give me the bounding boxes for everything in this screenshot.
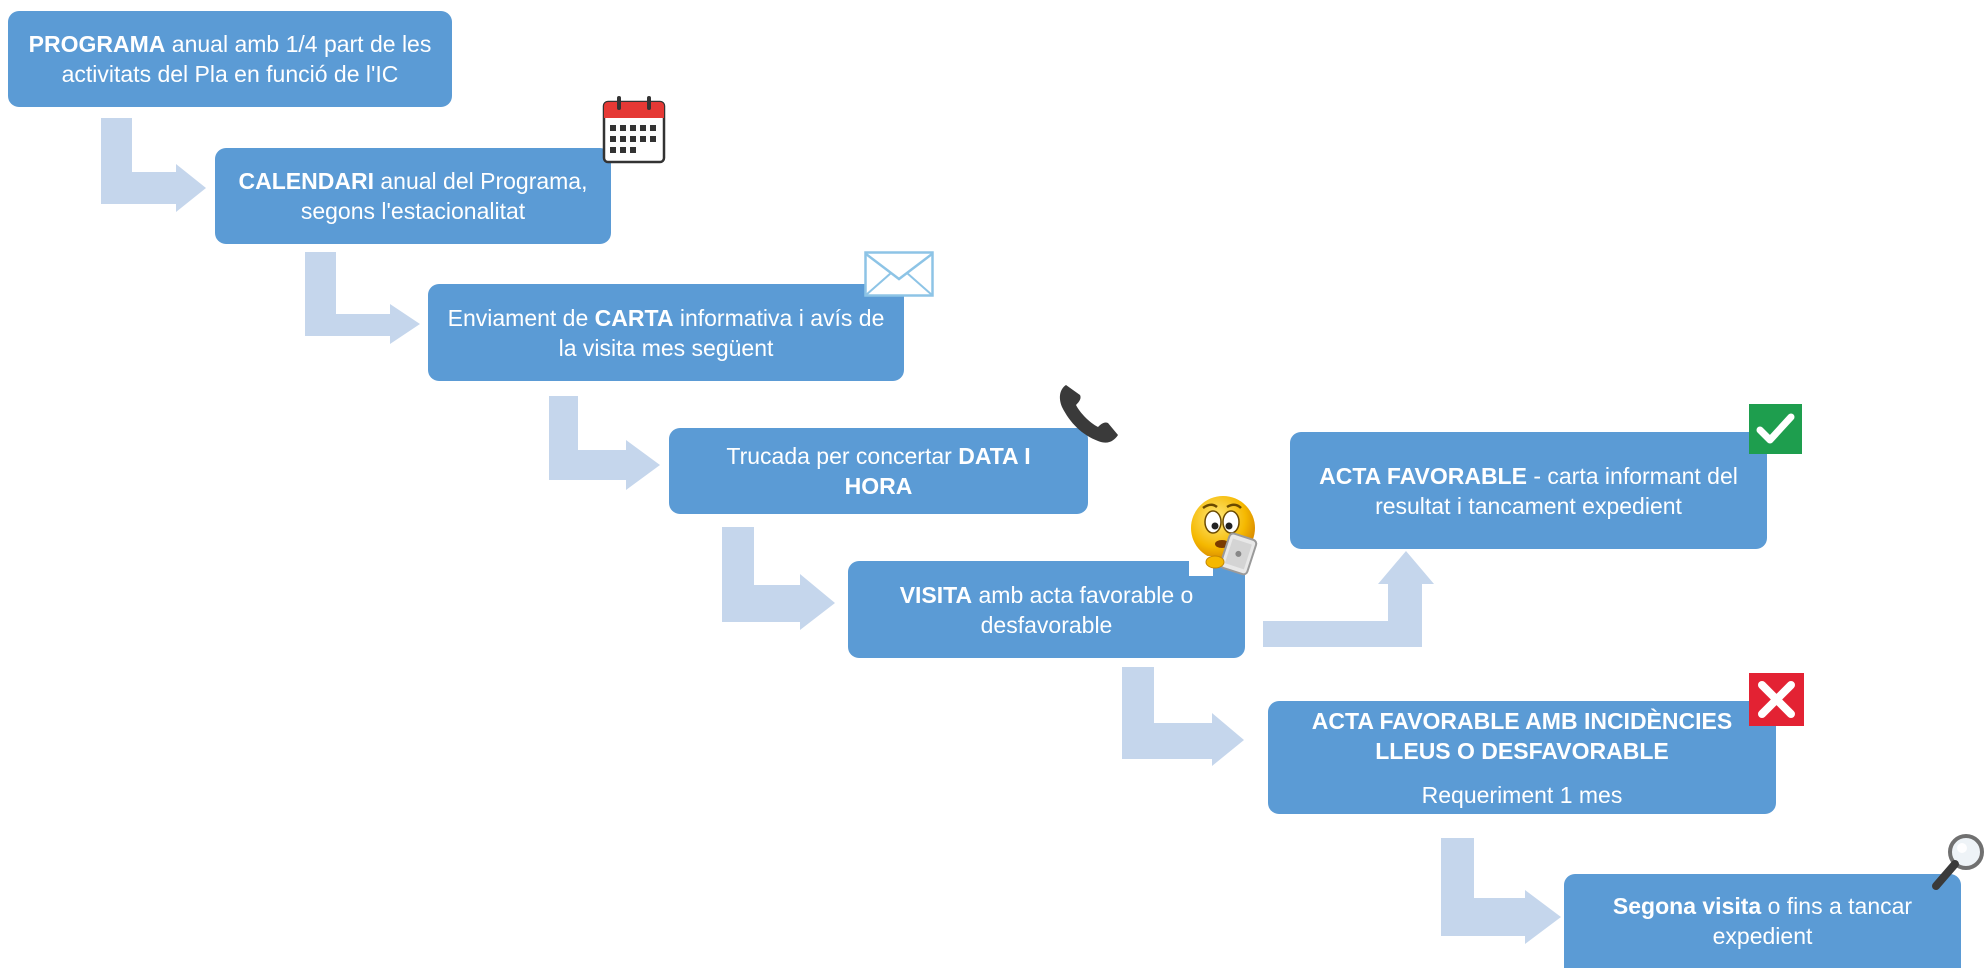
magnifier-icon (1932, 834, 1984, 890)
arrow-trucada-to-visita (722, 527, 835, 630)
step-acta-incidencies-title: ACTA FAVORABLE AMB INCIDÈNCIES LLEUS O D… (1311, 707, 1733, 764)
arrow-incidencies-to-segona (1441, 838, 1561, 944)
envelope-icon (864, 251, 934, 297)
step-segona-visita: Segona visita o fins a tancar expedient (1564, 874, 1961, 968)
step-acta-favorable-text: ACTA FAVORABLE - carta informant del res… (1319, 462, 1738, 519)
step-programa-text: PROGRAMA anual amb 1/4 part de les activ… (28, 31, 432, 87)
step-acta-incidencies-sub: Requeriment 1 mes (1421, 781, 1623, 808)
step-acta-incidencies: ACTA FAVORABLE AMB INCIDÈNCIES LLEUS O D… (1268, 701, 1776, 814)
step-segona-visita-text: Segona visita o fins a tancar expedient (1612, 893, 1913, 949)
step-trucada-text: Trucada per concertar DATA I HORA (726, 443, 1031, 499)
step-trucada: Trucada per concertar DATA I HORA (669, 428, 1088, 514)
step-carta: Enviament de CARTA informativa i avís de… (428, 284, 904, 381)
step-calendari: CALENDARI anual del Programa, segons l'e… (215, 148, 611, 244)
arrow-calendari-to-carta (305, 252, 420, 344)
step-visita-text: VISITA amb acta favorable o desfavorable (899, 581, 1194, 638)
cross-icon (1749, 673, 1804, 726)
step-carta-text: Enviament de CARTA informativa i avís de… (447, 304, 885, 361)
step-visita: VISITA amb acta favorable o desfavorable (848, 561, 1245, 658)
check-icon (1749, 404, 1802, 454)
arrow-visita-to-incidencies (1122, 667, 1244, 766)
phone-icon (1059, 385, 1118, 443)
emoji-tablet-icon (1189, 496, 1258, 576)
arrow-visita-to-favorable (1263, 551, 1434, 647)
step-acta-favorable: ACTA FAVORABLE - carta informant del res… (1290, 432, 1767, 549)
step-calendari-text: CALENDARI anual del Programa, segons l'e… (238, 168, 588, 224)
arrow-carta-to-trucada (549, 396, 660, 490)
arrow-programa-to-calendari (101, 118, 206, 212)
calendar-icon (602, 96, 666, 164)
step-programa: PROGRAMA anual amb 1/4 part de les activ… (8, 11, 452, 107)
